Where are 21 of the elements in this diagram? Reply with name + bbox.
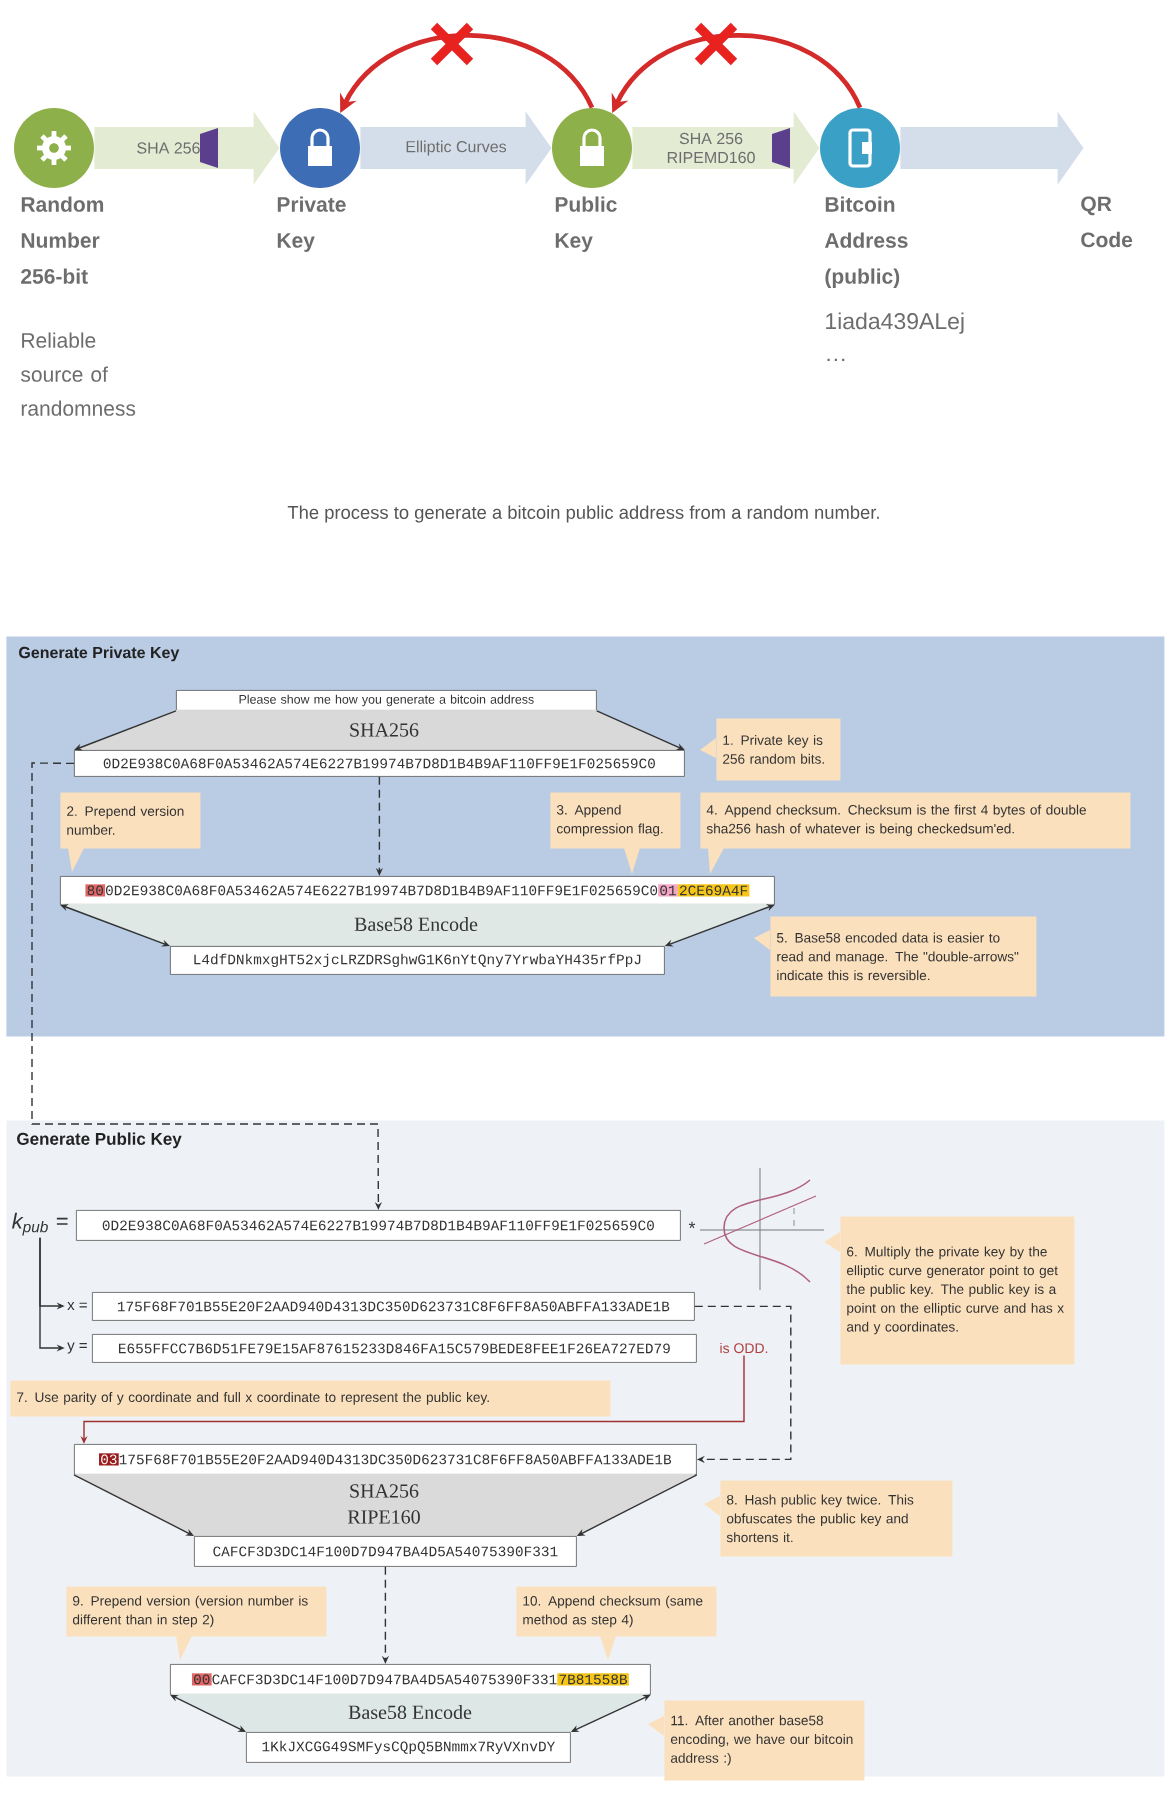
step-name: QR Code bbox=[1081, 196, 1133, 248]
step-name: Random Number 256-bit bbox=[21, 196, 104, 284]
caption: The process to generate a bitcoin public address from a random number. bbox=[287, 505, 879, 523]
connector-line bbox=[60, 904, 170, 947]
step-name: Private Key bbox=[277, 196, 346, 252]
arrow bbox=[74, 710, 177, 751]
section-title: Generate Public Key bbox=[17, 1132, 182, 1149]
step-note: Reliable source of randomness bbox=[21, 332, 136, 416]
variable-label: k$_{pub}$ = bbox=[12, 1212, 68, 1236]
encoding-band: SHA256 bbox=[74, 710, 684, 750]
arrow bbox=[694, 1305, 792, 1463]
arrow bbox=[73, 1474, 194, 1536]
section-title: Generate Private Key bbox=[19, 646, 180, 662]
step-name: Public Key bbox=[555, 196, 617, 252]
encoding-band: SHA256 RIPE160 bbox=[74, 1474, 696, 1536]
encoding-band: Base58 Encode bbox=[170, 1694, 650, 1732]
step-name: Bitcoin Address (public) bbox=[824, 196, 908, 288]
connector-line bbox=[170, 1694, 246, 1732]
step-note: 1iada439ALej … bbox=[826, 312, 964, 362]
edge-label: SHA 256 RIPEMD160 bbox=[657, 130, 765, 166]
encoding-band: Base58 Encode bbox=[60, 904, 774, 946]
